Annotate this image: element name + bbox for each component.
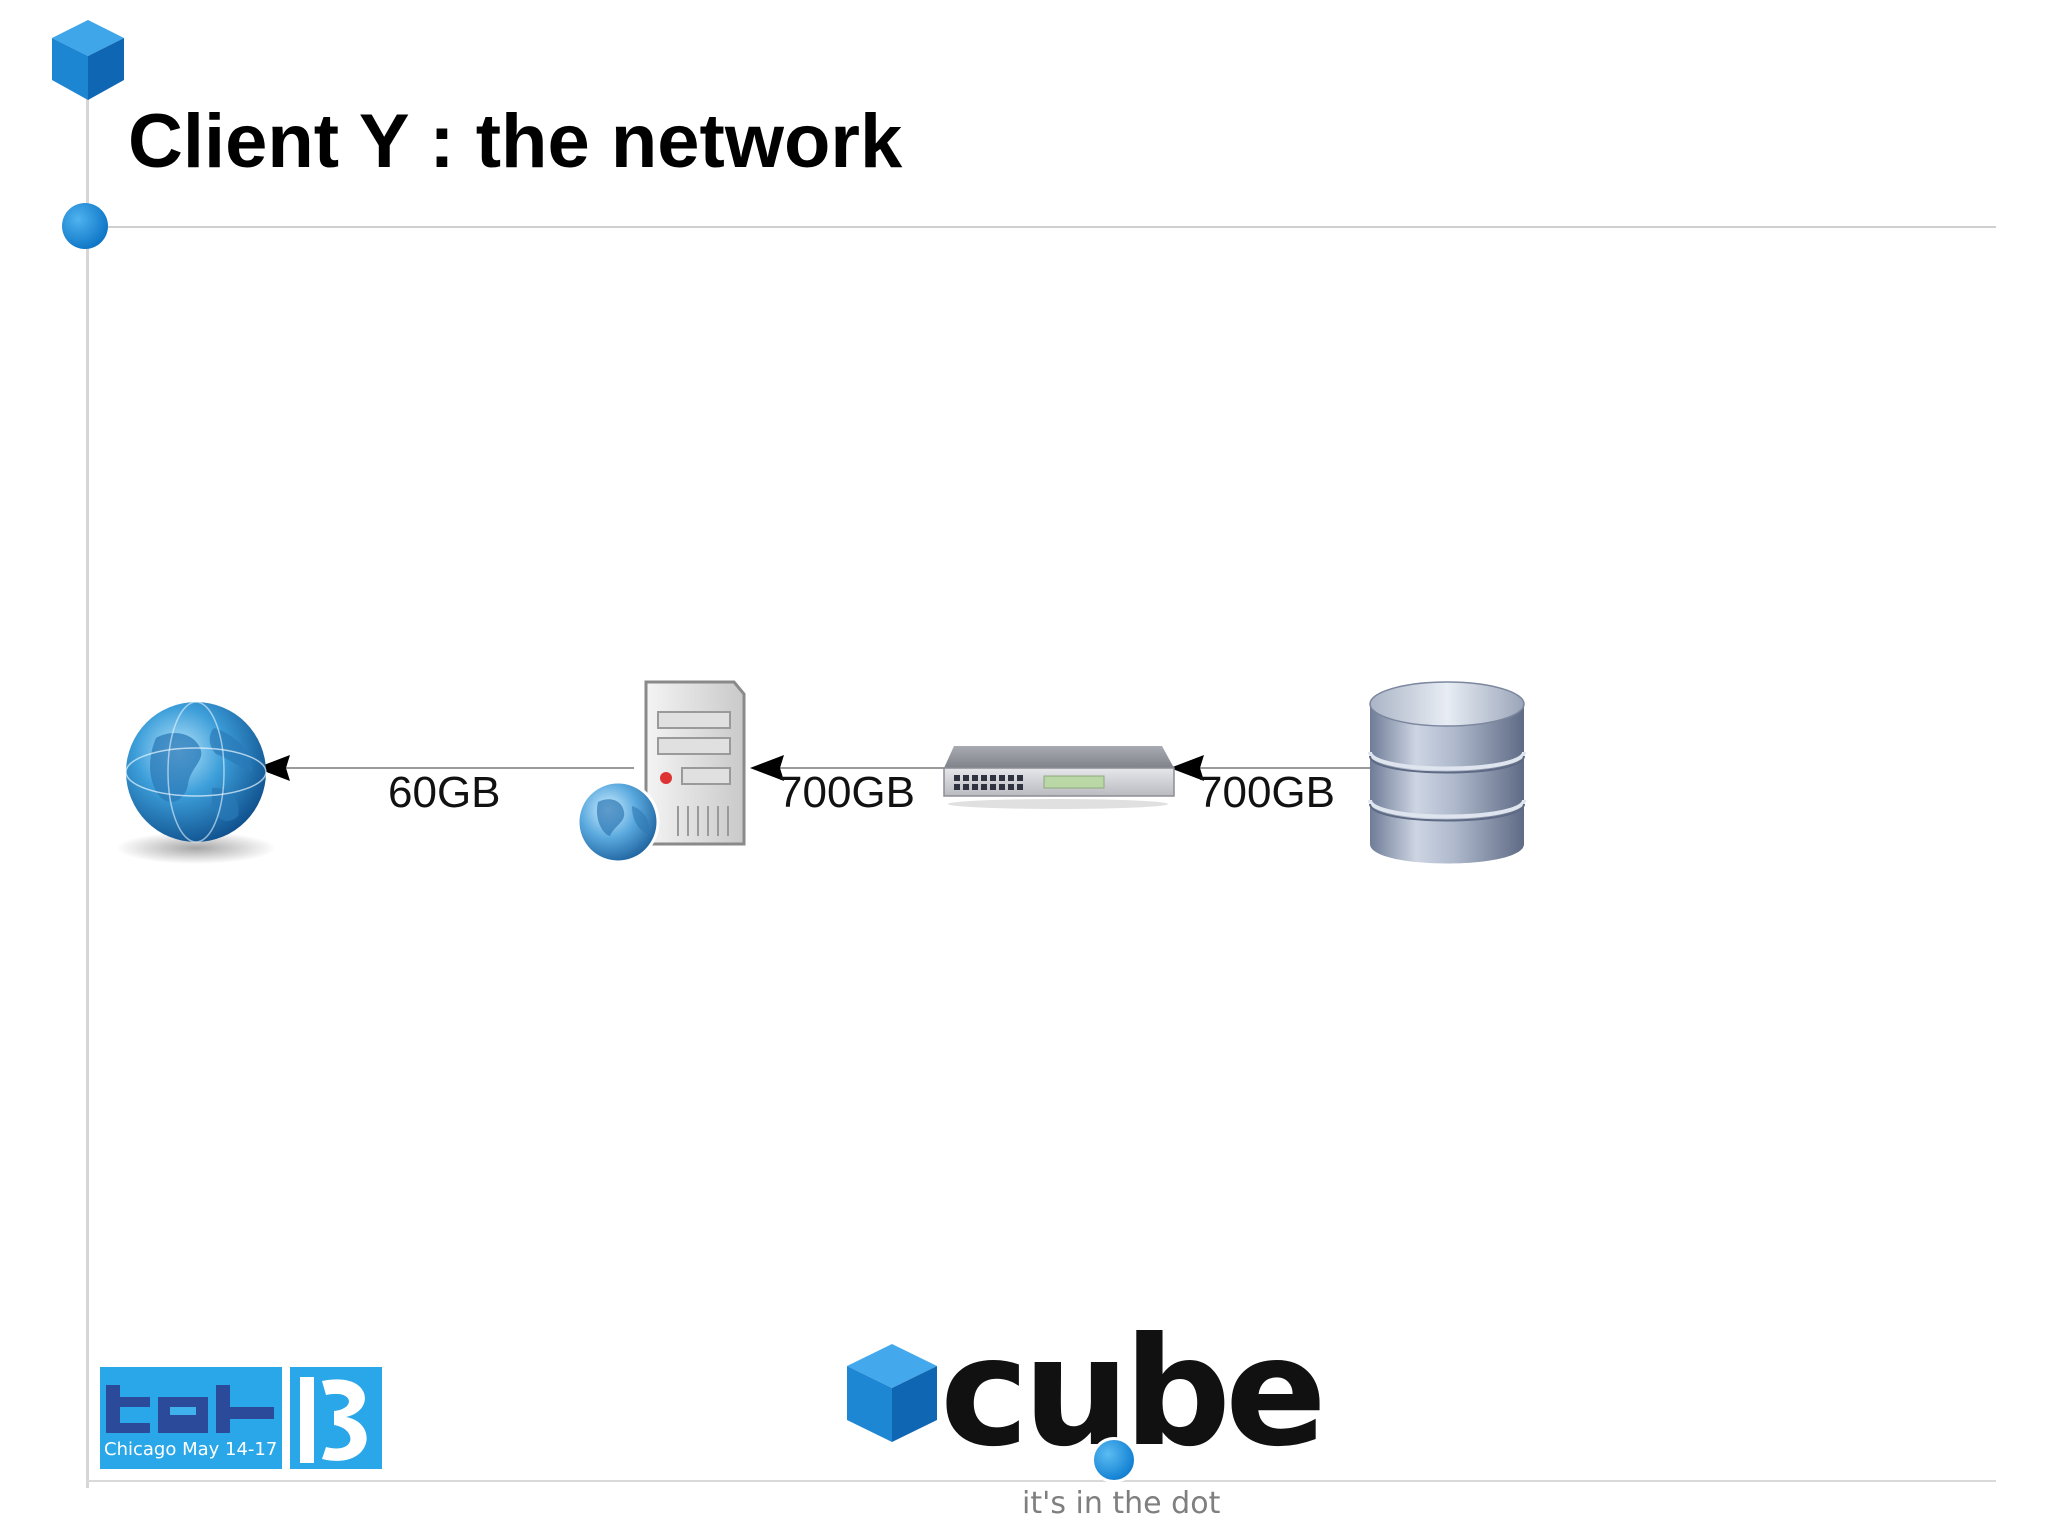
edge-line-3: [1174, 767, 1370, 769]
left-rule: [86, 96, 89, 1488]
edge-arrow-1: [256, 755, 290, 781]
network-switch-icon: [943, 746, 1175, 809]
edge-line-2: [756, 767, 946, 769]
brand-tagline: it's in the dot: [1022, 1486, 1221, 1521]
edge-line-1: [262, 767, 634, 769]
edge-arrow-3: [1170, 755, 1204, 781]
title-rule: [86, 226, 1996, 228]
footer-rule: [86, 1480, 1996, 1482]
brand-dot: [1091, 1437, 1137, 1483]
edge-arrow-2: [750, 755, 784, 781]
slide-title: Client Y : the network: [128, 99, 903, 184]
title-dot: [62, 203, 108, 249]
cube-logo-icon: [847, 1344, 937, 1442]
edge-label-1: 60GB: [388, 768, 501, 817]
web-server-icon: [576, 680, 746, 864]
globe-icon: [116, 701, 276, 864]
brand-wordmark: cube: [940, 1306, 1327, 1480]
event-subtitle: Chicago May 14-17: [104, 1439, 278, 1460]
corner-cube-icon: [52, 20, 124, 100]
tek13-logo: [100, 1367, 382, 1469]
edge-label-3: 700GB: [1198, 768, 1335, 817]
database-icon: [1368, 681, 1526, 864]
edge-label-2: 700GB: [778, 768, 915, 817]
